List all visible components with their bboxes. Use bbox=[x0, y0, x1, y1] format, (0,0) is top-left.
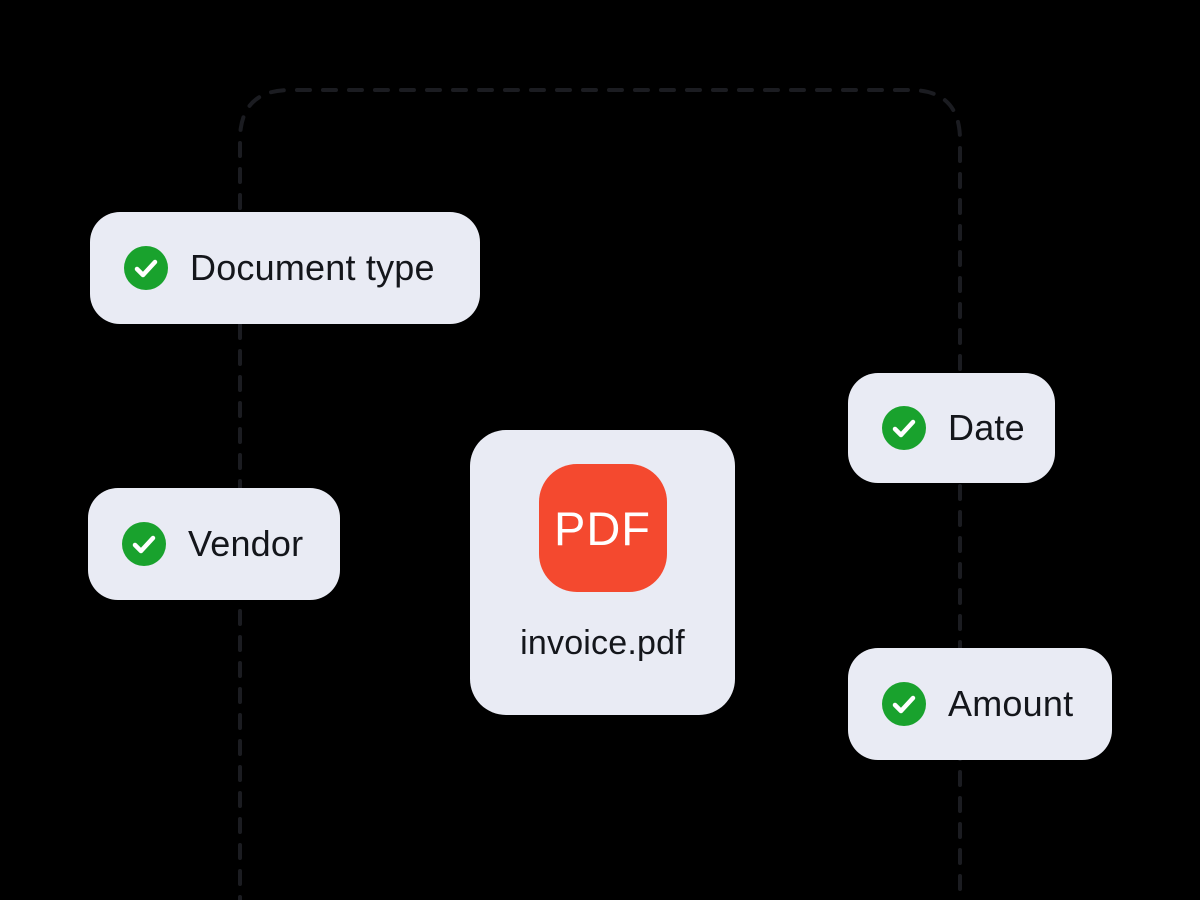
check-icon bbox=[124, 246, 168, 290]
file-name: invoice.pdf bbox=[520, 624, 685, 662]
pdf-icon-label: PDF bbox=[554, 501, 651, 555]
field-badge-vendor: Vendor bbox=[88, 488, 340, 600]
pdf-file-icon: PDF bbox=[538, 464, 667, 592]
field-badge-document-type: Document type bbox=[90, 212, 480, 324]
check-icon bbox=[882, 406, 926, 450]
file-card: PDF invoice.pdf bbox=[470, 430, 735, 715]
check-icon bbox=[882, 682, 926, 726]
field-label: Document type bbox=[190, 247, 435, 288]
field-badge-date: Date bbox=[848, 373, 1055, 483]
field-label: Date bbox=[948, 407, 1025, 448]
check-icon bbox=[122, 522, 166, 566]
field-badge-amount: Amount bbox=[848, 648, 1112, 760]
field-label: Amount bbox=[948, 683, 1074, 724]
field-label: Vendor bbox=[188, 523, 304, 564]
